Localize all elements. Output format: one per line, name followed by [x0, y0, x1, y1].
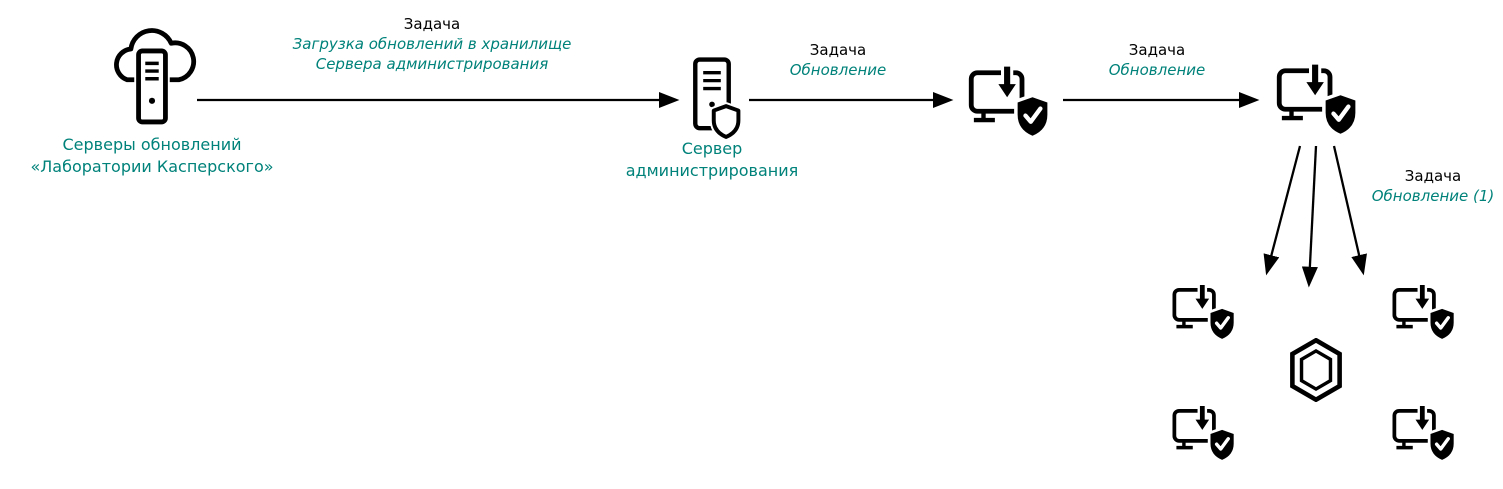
admin-server-label-line2: администрирования	[625, 161, 799, 180]
client-computer-icon	[1170, 283, 1236, 343]
task-update-host-title: Задача	[809, 41, 867, 59]
update-servers-label: Серверы обновлений «Лаборатории Касперск…	[22, 134, 282, 178]
arrow-distribution-to-client-middle	[1301, 145, 1318, 288]
task-download-updates-title: Задача	[403, 15, 461, 33]
client-computer-icon	[1170, 404, 1236, 464]
client-computer-icon	[1390, 404, 1456, 464]
client-computer-icon	[1390, 283, 1456, 343]
admin-server-label-line1: Сервер	[681, 139, 743, 158]
kaspersky-update-servers-icon	[104, 18, 200, 128]
task-update-distribution-point-title: Задача	[1128, 41, 1186, 59]
task-update-distribution-point-label: Задача Обновление	[1077, 40, 1237, 80]
task-download-updates-label: Задача Загрузка обновлений в хранилище С…	[282, 14, 582, 74]
administration-server-icon	[682, 56, 742, 144]
hexagon-device-icon	[1287, 338, 1345, 402]
admin-server-label: Сервер администрирования	[592, 138, 832, 182]
task-update-from-distribution-point-title: Задача	[1404, 167, 1462, 185]
update-servers-label-line1: Серверы обновлений	[62, 135, 242, 154]
task-update-from-distribution-point-label: Задача Обновление (1)	[1353, 166, 1503, 206]
managed-host-icon	[966, 64, 1050, 141]
task-update-host-name: Обновление	[789, 61, 887, 79]
task-update-distribution-point-name: Обновление	[1108, 61, 1206, 79]
arrow-distribution-to-client-right	[1332, 145, 1367, 276]
task-download-updates-name-line2: Сервера администрирования	[315, 55, 549, 73]
task-download-updates-name-line1: Загрузка обновлений в хранилище	[292, 35, 572, 53]
arrow-distribution-to-client-left	[1263, 145, 1302, 276]
task-update-from-distribution-point-name: Обновление (1)	[1371, 187, 1495, 205]
distribution-point-icon	[1274, 62, 1358, 139]
task-update-host-label: Задача Обновление	[758, 40, 918, 80]
update-servers-label-line2: «Лаборатории Касперского»	[30, 157, 274, 176]
